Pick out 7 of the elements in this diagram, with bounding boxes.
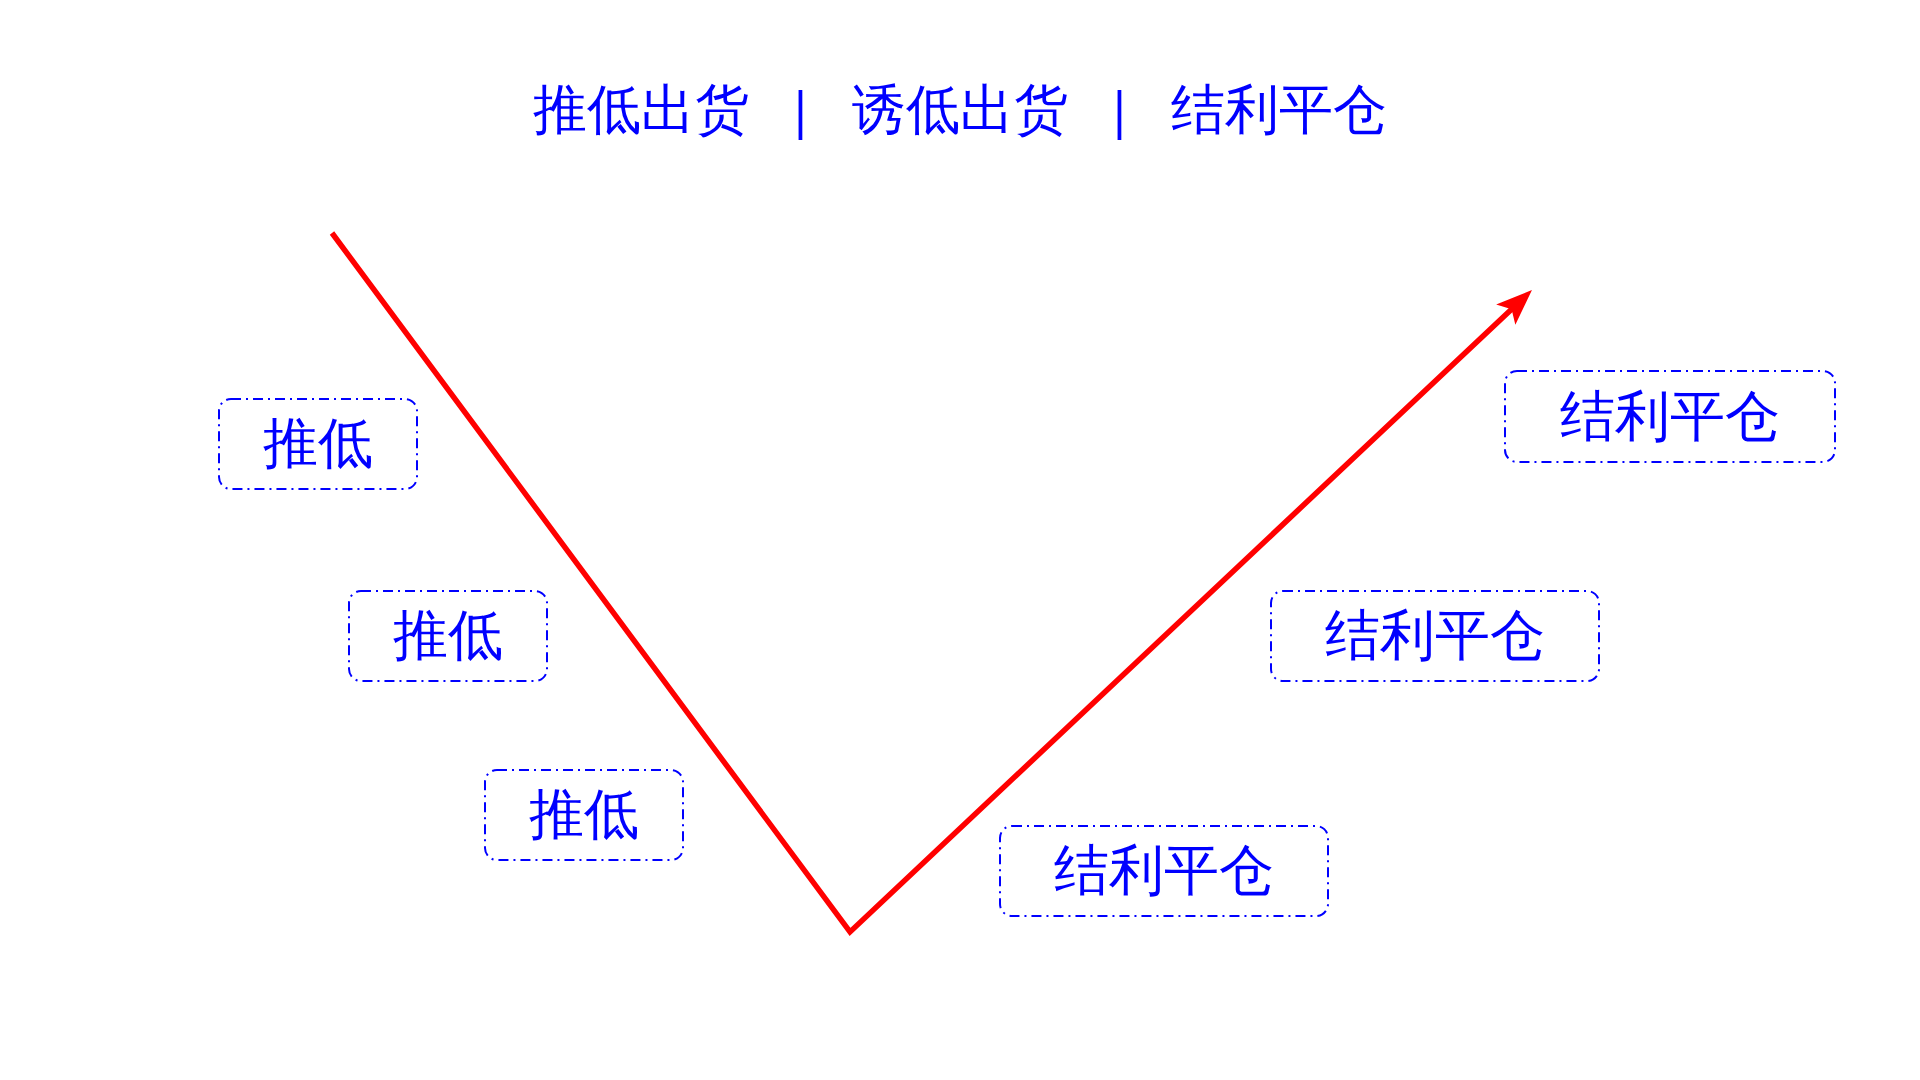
label-box: 推低 (484, 769, 684, 861)
label-box: 推低 (218, 398, 418, 490)
label-box: 结利平仓 (999, 825, 1329, 917)
label-box: 结利平仓 (1270, 590, 1600, 682)
label-box: 推低 (348, 590, 548, 682)
label-box: 结利平仓 (1504, 370, 1836, 463)
title: 推低出货 | 诱低出货 | 结利平仓 (533, 79, 1387, 142)
